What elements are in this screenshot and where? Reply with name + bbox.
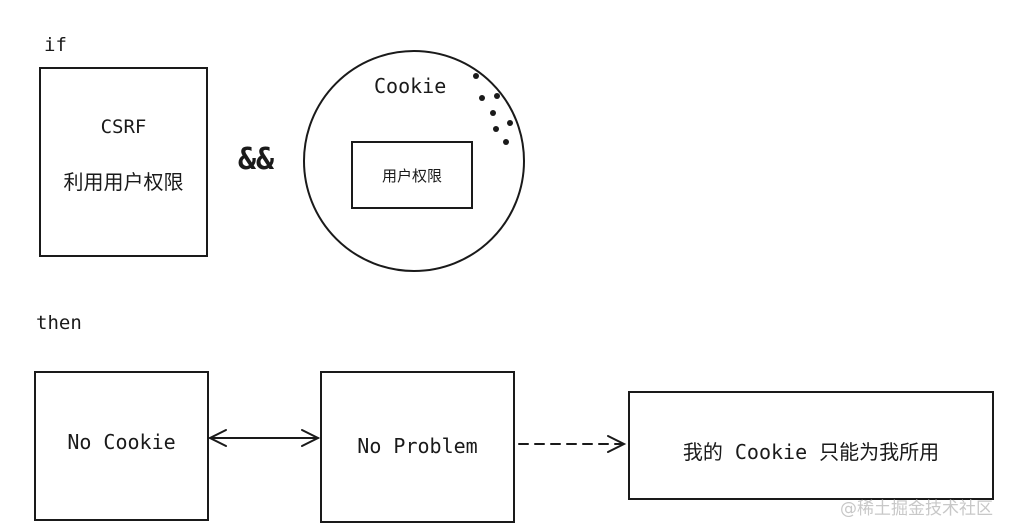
watermark: @稀土掘金技术社区 — [840, 499, 993, 519]
if-label: if — [44, 34, 67, 56]
dashed-arrow — [518, 435, 627, 453]
csrf-line2: 利用用户权限 — [63, 170, 184, 194]
no-cookie-box — [34, 371, 209, 521]
then-label: then — [36, 312, 82, 334]
double-arrow — [207, 429, 321, 447]
permission-inner-label: 用户权限 — [381, 167, 442, 185]
result-box — [628, 391, 994, 500]
result-label: 我的 Cookie 只能为我所用 — [682, 440, 940, 464]
no-problem-box — [320, 371, 515, 523]
no-problem-label: No Problem — [357, 434, 478, 458]
no-cookie-label: No Cookie — [67, 430, 176, 454]
cookie-circle — [303, 50, 525, 272]
and-operator: && — [238, 142, 275, 177]
permission-inner-box — [351, 141, 473, 209]
csrf-line1: CSRF — [100, 116, 147, 138]
cookie-crumbs — [473, 73, 513, 145]
cookie-title: Cookie — [374, 74, 447, 98]
csrf-box — [39, 67, 208, 257]
